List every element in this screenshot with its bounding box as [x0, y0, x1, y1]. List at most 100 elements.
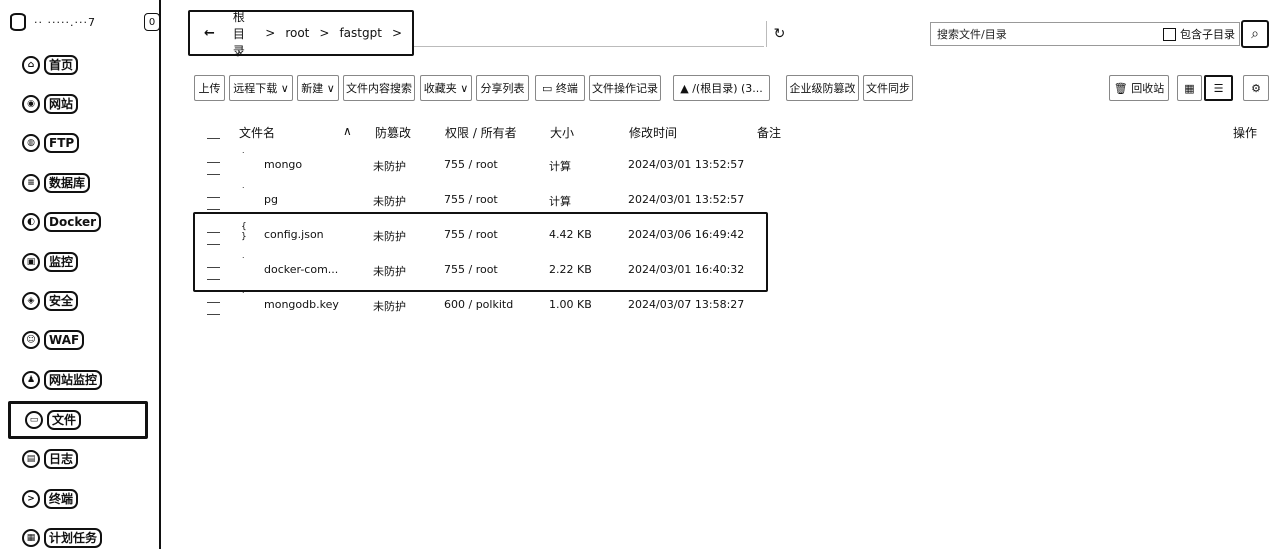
breadcrumb-root-dir[interactable]: root	[285, 26, 310, 40]
sidebar-item-label: WAF	[44, 330, 85, 350]
favorites-button[interactable]: 收藏夹 ∨	[420, 75, 472, 101]
sidebar-item-folder[interactable]: ▭文件	[8, 401, 148, 439]
file-sync-button[interactable]: 文件同步	[863, 75, 913, 101]
file-name[interactable]: docker-com...	[264, 263, 339, 276]
ftp-icon: ◍	[22, 134, 40, 152]
path-input[interactable]	[414, 21, 764, 47]
settings-gear-icon[interactable]: ⚙	[1243, 75, 1269, 101]
recycle-bin-button[interactable]: 🗑 回收站	[1109, 75, 1169, 101]
remote-download-button[interactable]: 远程下载 ∨	[229, 75, 293, 101]
file-size[interactable]: 计算	[549, 160, 571, 173]
tamper-status[interactable]: 未防护	[373, 160, 406, 173]
search-placeholder: 搜索文件/目录	[937, 28, 1007, 41]
modified-time: 2024/03/01 16:40:32	[628, 263, 745, 276]
database-icon: ≡	[22, 174, 40, 192]
disk-selector-button[interactable]: ▲ /(根目录) (3...	[673, 75, 770, 101]
column-header-name[interactable]: 文件名	[239, 126, 276, 140]
sidebar-item-home[interactable]: ⌂首页	[22, 52, 79, 78]
modified-time: 2024/03/07 13:58:27	[628, 298, 745, 311]
sidebar-item-docker[interactable]: ◐Docker	[22, 209, 102, 235]
sidebar-item-label: 终端	[44, 489, 79, 509]
sidebar-item-calendar[interactable]: ▦计划任务	[22, 525, 103, 549]
sidebar-item-label: 安全	[44, 291, 79, 311]
column-header-size[interactable]: 大小	[550, 126, 575, 140]
sidebar-item-label: 首页	[44, 55, 79, 75]
calendar-icon: ▦	[22, 529, 40, 547]
search-input[interactable]: 搜索文件/目录 包含子目录	[930, 22, 1240, 46]
file-size: 2.22 KB	[549, 263, 592, 276]
include-subdir-checkbox[interactable]	[1163, 27, 1176, 41]
sidebar-item-label: 文件	[47, 410, 82, 430]
select-all-checkbox[interactable]	[207, 126, 220, 139]
tamper-status[interactable]: 未防护	[373, 265, 406, 278]
sidebar-item-monitor[interactable]: ▣监控	[22, 249, 79, 275]
sidebar-item-site-monitor[interactable]: ♟网站监控	[22, 367, 103, 393]
row-checkbox[interactable]	[207, 267, 220, 280]
waf-icon: ☺	[22, 331, 40, 349]
back-arrow-icon[interactable]: ←	[204, 25, 215, 41]
file-size[interactable]: 计算	[549, 195, 571, 208]
breadcrumb-root[interactable]: 根目录	[232, 9, 245, 58]
sidebar-item-ftp[interactable]: ◍FTP	[22, 130, 80, 156]
row-checkbox[interactable]	[207, 162, 220, 175]
file-name[interactable]: config.json	[264, 228, 324, 241]
upload-button[interactable]: 上传	[194, 75, 225, 101]
sidebar-item-label: 网站	[44, 94, 79, 114]
tamper-protection-button[interactable]: 企业级防篡改	[786, 75, 859, 101]
row-checkbox[interactable]	[207, 197, 220, 210]
sidebar-item-waf[interactable]: ☺WAF	[22, 327, 85, 353]
share-list-button[interactable]: 分享列表	[476, 75, 529, 101]
operation-log-button[interactable]: 文件操作记录	[589, 75, 661, 101]
sidebar-item-shield[interactable]: ◈安全	[22, 288, 79, 314]
sidebar-item-label: 计划任务	[44, 528, 103, 548]
server-selector[interactable]: ·· ·····.···7 0	[10, 8, 160, 36]
sidebar-item-label: FTP	[44, 133, 80, 153]
tamper-status[interactable]: 未防护	[373, 300, 406, 313]
server-icon	[10, 13, 26, 31]
refresh-button[interactable]: ↻	[766, 21, 792, 47]
terminal-button[interactable]: ▭ 终端	[535, 75, 585, 101]
sidebar-item-log[interactable]: ▤日志	[22, 446, 79, 472]
permission-owner[interactable]: 755 / root	[444, 193, 498, 206]
column-header-permission[interactable]: 权限 / 所有者	[445, 126, 517, 140]
server-count-badge: 0	[144, 13, 160, 31]
file-name[interactable]: mongo	[264, 158, 303, 171]
folder-icon: ˙	[241, 187, 246, 197]
sidebar-item-label: Docker	[44, 212, 102, 232]
file-icon: ˙	[241, 292, 246, 302]
chevron-right-icon: >	[391, 26, 402, 40]
list-view-icon[interactable]: ☰	[1204, 75, 1233, 101]
permission-owner[interactable]: 600 / polkitd	[444, 298, 514, 311]
content-search-button[interactable]: 文件内容搜索	[343, 75, 415, 101]
permission-owner[interactable]: 755 / root	[444, 263, 498, 276]
tamper-status[interactable]: 未防护	[373, 195, 406, 208]
table-row[interactable]: ˙ pg 未防护 755 / root 计算 2024/03/01 13:52:57	[193, 183, 1273, 218]
folder-icon: ▭	[25, 411, 43, 429]
search-icon[interactable]: ⌕	[1241, 20, 1269, 48]
sidebar-item-terminal[interactable]: >终端	[22, 486, 79, 512]
new-button[interactable]: 新建 ∨	[297, 75, 339, 101]
file-name[interactable]: mongodb.key	[264, 298, 339, 311]
breadcrumb-fastgpt[interactable]: fastgpt	[339, 26, 382, 40]
file-name[interactable]: pg	[264, 193, 278, 206]
grid-view-icon[interactable]: ▦	[1177, 75, 1202, 101]
sidebar-item-globe[interactable]: ◉网站	[22, 91, 79, 117]
permission-owner[interactable]: 755 / root	[444, 158, 498, 171]
permission-owner[interactable]: 755 / root	[444, 228, 498, 241]
sidebar-item-label: 网站监控	[44, 370, 103, 390]
column-header-mtime[interactable]: 修改时间	[629, 126, 678, 140]
sidebar-item-label: 数据库	[44, 173, 91, 193]
site-monitor-icon: ♟	[22, 371, 40, 389]
tamper-status[interactable]: 未防护	[373, 230, 406, 243]
modified-time: 2024/03/01 13:52:57	[628, 193, 745, 206]
folder-icon: ˙	[241, 152, 246, 162]
sort-asc-icon[interactable]: ∧	[343, 124, 352, 138]
row-checkbox[interactable]	[207, 232, 220, 245]
row-checkbox[interactable]	[207, 302, 220, 315]
sidebar-item-database[interactable]: ≡数据库	[22, 170, 91, 196]
column-header-note: 备注	[757, 126, 782, 140]
